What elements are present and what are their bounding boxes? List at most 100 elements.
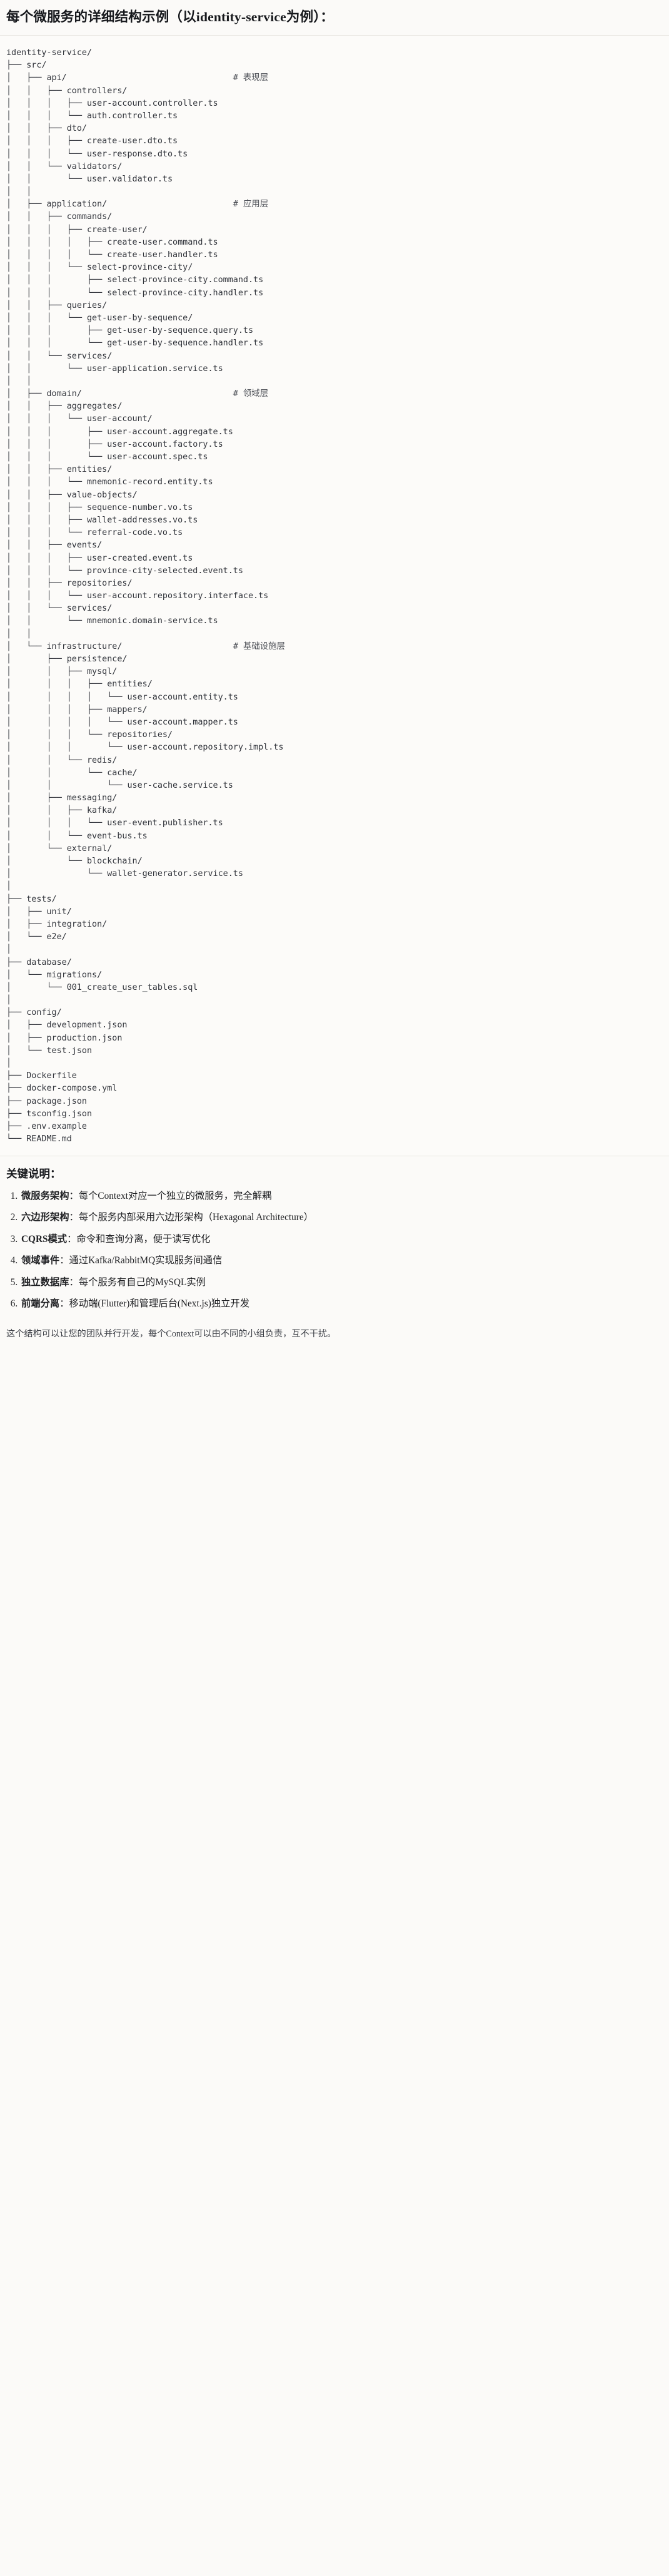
- page-title: 每个微服务的详细结构示例（以identity-service为例）：: [6, 9, 334, 24]
- tree-row: │ │ │ └── user-account.repository.impl.t…: [6, 741, 663, 754]
- tree-row-path: │ │ │ ├── wallet-addresses.vo.ts: [6, 515, 198, 525]
- tree-row-path: │ └── migrations/: [6, 970, 103, 980]
- tree-row: │ │ │ │ └── create-user.handler.ts: [6, 249, 663, 262]
- tree-row-path: │ │ └── mnemonic.domain-service.ts: [6, 616, 218, 626]
- note-item: CQRS模式：命令和查询分离，便于读写优化: [20, 1233, 663, 1247]
- tree-row: │ │ │ ├── entities/: [6, 678, 663, 691]
- tree-row-path: │ │ ├── dto/: [6, 124, 87, 134]
- note-description: 命令和查询分离，便于读写优化: [76, 1233, 211, 1245]
- tree-row-path: │ │ │ ├── select-province-city.command.t…: [6, 275, 264, 285]
- tree-row: │ │: [6, 628, 663, 641]
- tree-row-path: │ │ │ ├── sequence-number.vo.ts: [6, 502, 193, 512]
- tree-row: │ │ │ └── user-account.repository.interf…: [6, 590, 663, 603]
- tree-row: │ │ ├── controllers/: [6, 85, 663, 98]
- tree-row: │ │ │ │ └── user-account.mapper.ts: [6, 716, 663, 729]
- tree-row: └── README.md: [6, 1133, 663, 1146]
- tree-row-path: │ │ │ └── user-response.dto.ts: [6, 149, 188, 159]
- tree-row: │ │ │ └── auth.controller.ts: [6, 110, 663, 123]
- note-separator: ：: [59, 1255, 69, 1266]
- tree-row-path: │: [6, 995, 12, 1005]
- tree-row: ├── tests/: [6, 893, 663, 906]
- tree-row: │ │ │ └── referral-code.vo.ts: [6, 527, 663, 539]
- note-item: 微服务架构：每个Context对应一个独立的微服务，完全解耦: [20, 1189, 663, 1204]
- tree-row: │ ├── development.json: [6, 1019, 663, 1032]
- tree-row: ├── src/: [6, 59, 663, 72]
- tree-row: │ │ │ └── mnemonic-record.entity.ts: [6, 476, 663, 489]
- directory-tree-block: identity-service/├── src/│ ├── api/ # 表现…: [0, 36, 669, 1157]
- tree-row-path: │ │ │ │ ├── create-user.command.ts: [6, 237, 218, 247]
- tree-row: │: [6, 994, 663, 1007]
- tree-row: │ ├── unit/: [6, 906, 663, 919]
- tree-row: │ │ ├── repositories/: [6, 578, 663, 590]
- tree-row: │: [6, 1057, 663, 1070]
- notes-title: 关键说明：: [6, 1168, 61, 1181]
- tree-row: │: [6, 944, 663, 956]
- tree-row: ├── config/: [6, 1007, 663, 1019]
- tree-row-path: │ │ ├── aggregates/: [6, 402, 123, 412]
- tree-row-gap: [67, 73, 233, 83]
- tree-row: │ ├── messaging/: [6, 792, 663, 805]
- tree-row-path: │ │ │ │ └── user-account.entity.ts: [6, 692, 238, 702]
- tree-row-path: ├── tsconfig.json: [6, 1109, 93, 1119]
- tree-row: ├── tsconfig.json: [6, 1108, 663, 1121]
- tree-row-path: │ ├── unit/: [6, 907, 72, 917]
- tree-row-path: │ │ │ ├── user-account.aggregate.ts: [6, 427, 233, 437]
- tree-row-path: │ ├── persistence/: [6, 654, 128, 664]
- tree-row-path: │ │ │ ├── user-account.controller.ts: [6, 98, 218, 108]
- tree-row-path: │ │ │ └── user-account.spec.ts: [6, 452, 208, 462]
- tree-row: │ │ │ ├── create-user.dto.ts: [6, 135, 663, 148]
- tree-row: │ │ └── event-bus.ts: [6, 830, 663, 843]
- tree-row: │ │ ├── queries/: [6, 300, 663, 312]
- tree-row: │ │ │ ├── user-account.controller.ts: [6, 98, 663, 110]
- tree-row: │ │ │ └── get-user-by-sequence.handler.t…: [6, 337, 663, 350]
- tree-row-path: │ │: [6, 376, 32, 386]
- tree-row: ├── Dockerfile: [6, 1070, 663, 1082]
- tree-row-path: │: [6, 1059, 12, 1069]
- tree-row-path: │ │ └── cache/: [6, 768, 138, 778]
- note-description: 移动端(Flutter)和管理后台(Next.js)独立开发: [69, 1298, 250, 1310]
- tree-row-path: identity-service/: [6, 48, 93, 58]
- tree-row: ├── docker-compose.yml: [6, 1082, 663, 1095]
- tree-row-path: │ └── e2e/: [6, 932, 67, 942]
- tree-row: │ │ │ ├── create-user/: [6, 224, 663, 237]
- tree-row: │ │ ├── events/: [6, 539, 663, 552]
- note-label: 领域事件: [21, 1255, 60, 1266]
- closing-paragraph: 这个结构可以让您的团队并行开发，每个Context可以由不同的小组负责，互不干扰…: [0, 1325, 669, 1352]
- tree-row: │ │ │ └── select-province-city.handler.t…: [6, 287, 663, 300]
- tree-row: │ │ │ ├── user-account.aggregate.ts: [6, 426, 663, 439]
- tree-row-path: │ ├── application/: [6, 200, 108, 210]
- tree-row: │ │ │ └── province-city-selected.event.t…: [6, 565, 663, 578]
- note-label: 微服务架构: [21, 1190, 69, 1201]
- note-separator: ：: [67, 1233, 77, 1245]
- tree-row-path: │ │ ├── mysql/: [6, 667, 118, 677]
- tree-row-path: ├── docker-compose.yml: [6, 1084, 118, 1094]
- tree-row-path: │ │ ├── entities/: [6, 465, 113, 475]
- tree-row-path: │ │ │ └── auth.controller.ts: [6, 111, 178, 121]
- tree-row: │ │ └── validators/: [6, 161, 663, 173]
- tree-row: │ └── blockchain/: [6, 855, 663, 868]
- note-item: 独立数据库：每个服务有自己的MySQL实例: [20, 1276, 663, 1290]
- tree-row-path: │ │ │ └── user-account/: [6, 414, 153, 424]
- tree-row: │ │ ├── aggregates/: [6, 400, 663, 413]
- tree-row: │ │ │ └── repositories/: [6, 729, 663, 741]
- tree-row-path: │ └── external/: [6, 843, 113, 853]
- tree-row-path: │: [6, 945, 12, 955]
- tree-row: │ │ │ ├── mappers/: [6, 704, 663, 716]
- tree-row: │ └── infrastructure/ # 基础设施层: [6, 641, 663, 653]
- tree-row: │ │ └── services/: [6, 350, 663, 363]
- tree-row: │ │ └── user-application.service.ts: [6, 363, 663, 375]
- tree-row: │ │ ├── commands/: [6, 211, 663, 223]
- tree-row-comment: # 基础设施层: [233, 641, 285, 651]
- tree-row-path: │ │ │ ├── create-user.dto.ts: [6, 136, 178, 146]
- tree-row-path: │ │ │ └── user-account.repository.interf…: [6, 591, 269, 601]
- tree-row: │ │ ├── kafka/: [6, 805, 663, 817]
- tree-row-path: │ │ │ └── select-province-city.handler.t…: [6, 288, 264, 298]
- note-separator: ：: [69, 1276, 79, 1288]
- tree-row: │ │ └── user-cache.service.ts: [6, 780, 663, 792]
- tree-row-path: │ │ ├── controllers/: [6, 86, 128, 96]
- tree-row: │ │ │ ├── sequence-number.vo.ts: [6, 502, 663, 514]
- note-item: 六边形架构：每个服务内部采用六边形架构（Hexagonal Architectu…: [20, 1211, 663, 1225]
- note-separator: ：: [69, 1190, 79, 1201]
- tree-row-path: ├── Dockerfile: [6, 1071, 77, 1081]
- tree-row-path: │ │ ├── events/: [6, 541, 103, 551]
